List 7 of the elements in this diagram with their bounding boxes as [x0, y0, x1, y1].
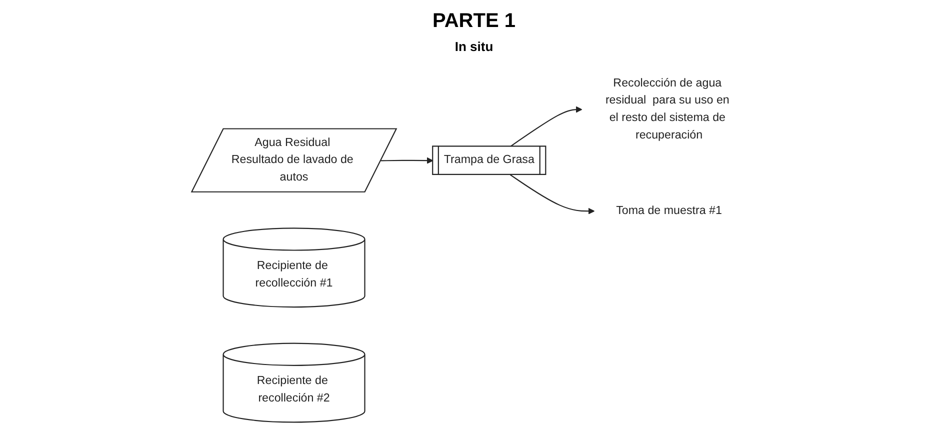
arrow	[510, 106, 582, 147]
arrow	[510, 174, 595, 214]
node-text: Toma de muestra #1	[616, 204, 722, 217]
arrow	[381, 157, 434, 164]
diagram-title: PARTE 1	[432, 10, 516, 33]
subtitle: In situ	[454, 39, 494, 54]
node-text: Recolección de agua residual para su uso en el resto del sistema de recuperación	[606, 76, 730, 142]
